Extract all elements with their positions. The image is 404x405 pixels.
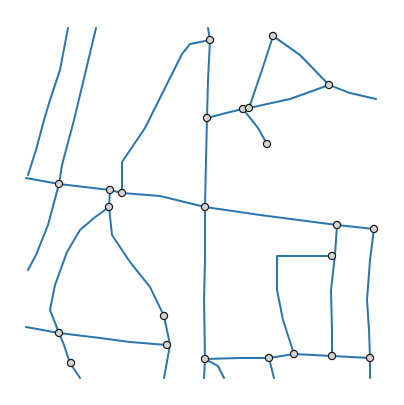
road-segments	[25, 27, 377, 379]
road-segment-14	[25, 326, 168, 346]
intersection-node-10	[117, 188, 127, 198]
road-segment-9	[248, 84, 377, 109]
intersection-node-15	[327, 251, 337, 261]
intersection-node-14	[369, 224, 379, 234]
intersection-node-23	[327, 351, 337, 361]
intersection-node-2	[268, 31, 278, 41]
road-segment-5	[203, 27, 211, 379]
intersection-node-24	[365, 353, 375, 363]
road-segment-2	[27, 27, 97, 271]
road-segment-18	[330, 224, 338, 357]
intersection-node-1	[205, 35, 215, 45]
intersection-node-11	[104, 202, 114, 212]
road-segment-15	[204, 353, 371, 360]
intersection-node-20	[200, 354, 210, 364]
road-segment-3	[25, 177, 375, 230]
intersection-node-22	[289, 349, 299, 359]
road-segment-13	[108, 206, 171, 379]
intersection-node-13	[332, 220, 342, 230]
road-segment-16	[204, 358, 225, 379]
intersection-node-21	[264, 353, 274, 363]
intersection-node-8	[54, 179, 64, 189]
road-segment-20	[276, 255, 333, 355]
intersection-node-7	[262, 139, 272, 149]
intersection-node-16	[159, 311, 169, 321]
intersection-node-3	[324, 80, 334, 90]
intersection-node-12	[200, 202, 210, 212]
intersection-node-9	[105, 185, 115, 195]
intersection-node-5	[244, 103, 254, 113]
road-segment-12	[49, 206, 110, 379]
intersection-node-6	[202, 113, 212, 123]
road-intersections	[54, 31, 379, 368]
road-segment-10	[242, 108, 268, 145]
road-segment-1	[27, 27, 69, 176]
road-segment-7	[272, 35, 330, 86]
intersection-node-19	[66, 358, 76, 368]
intersection-node-17	[54, 328, 64, 338]
intersection-node-18	[162, 340, 172, 350]
road-segment-4	[121, 39, 211, 194]
road-segment-8	[248, 35, 274, 109]
